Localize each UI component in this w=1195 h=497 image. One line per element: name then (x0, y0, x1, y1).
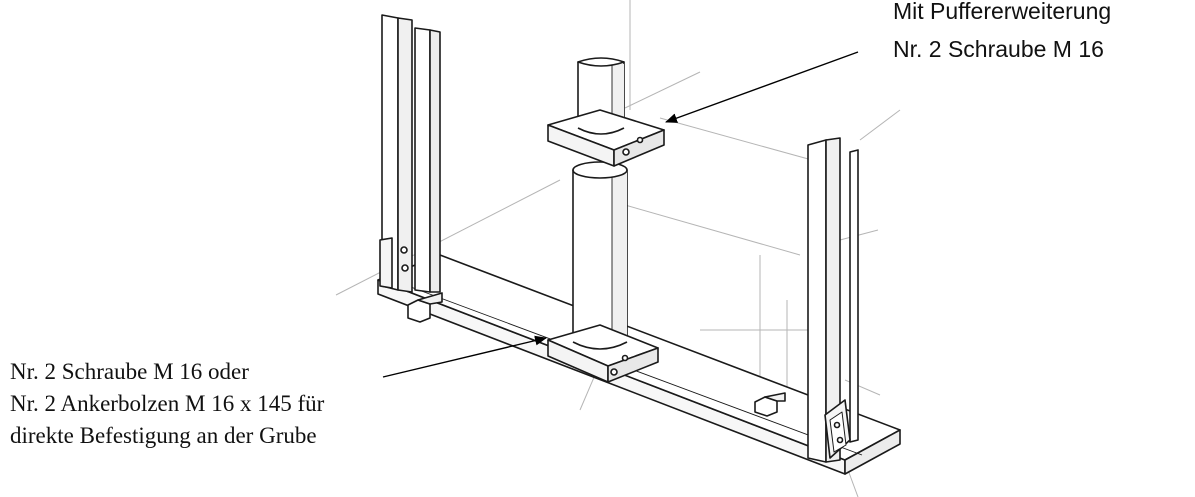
guide-lines (335, 0, 901, 497)
lower-base-plate (547, 324, 659, 383)
upper-flange-plate (547, 109, 665, 167)
callout-arrows (382, 51, 859, 378)
callout-bottom-line3: direkte Befestigung an der Grube (10, 423, 317, 448)
callout-top-line1: Mit Puffererweiterung (893, 0, 1112, 24)
right-clip (754, 392, 786, 417)
callout-bottom-line1: Nr. 2 Schraube M 16 oder (10, 359, 249, 384)
bottom-leader-arrow (382, 335, 547, 378)
callout-top-line2: Nr. 2 Schraube M 16 (893, 36, 1104, 62)
top-leader-arrow (665, 51, 859, 123)
left-clip (407, 292, 443, 323)
callout-bottom-line2: Nr. 2 Ankerbolzen M 16 x 145 für (10, 391, 325, 416)
pit-structure (377, 14, 901, 475)
callout-label-top: Mit Puffererweiterung Nr. 2 Schraube M 1… (893, 0, 1111, 68)
left-rail (379, 14, 441, 293)
right-rail (807, 137, 859, 463)
callout-label-bottom: Nr. 2 Schraube M 16 oder Nr. 2 Ankerbolz… (10, 356, 324, 452)
